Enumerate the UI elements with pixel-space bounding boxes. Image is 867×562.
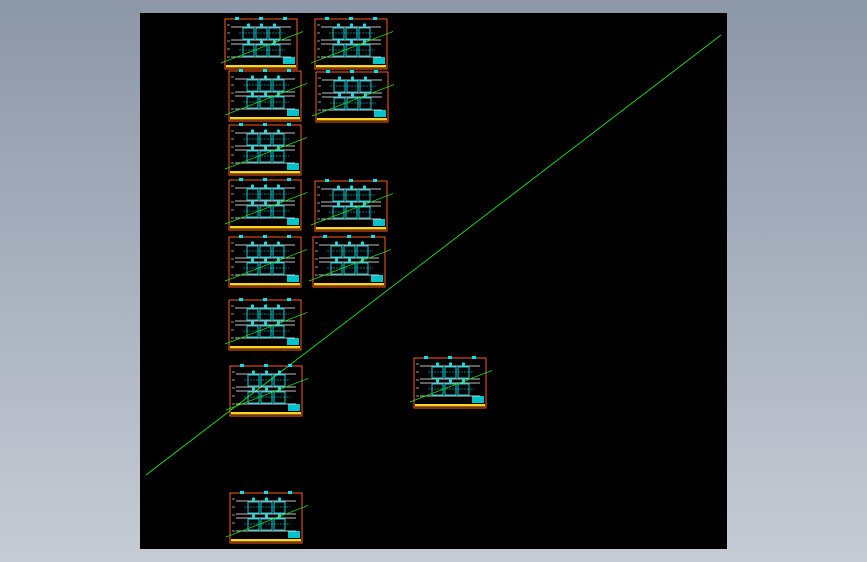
sheet-stamp [287,109,299,116]
annotation-leader [224,192,308,225]
section-detail [315,235,379,276]
section-detail [231,178,295,219]
sheet-stamp [287,163,299,170]
drawing-sheet-thumbnail[interactable] [220,17,304,70]
title-block [230,171,300,174]
drawing-sheet-thumbnail[interactable] [311,70,395,123]
section-detail [232,364,296,405]
drawing-sheet-thumbnail[interactable] [225,491,309,544]
sheet-stamp [472,396,484,403]
sheet-stamp [287,338,299,345]
sheet-stamp [287,218,299,225]
section-detail [231,69,295,110]
drawing-sheet-thumbnail[interactable] [224,123,308,176]
section-detail [231,298,295,339]
drawing-sheet-thumbnail[interactable] [409,356,493,409]
annotation-leader [225,378,309,411]
title-block [231,412,301,415]
sheet-stamp [373,57,385,64]
annotation-leader [310,193,394,226]
section-detail [416,356,480,397]
drawing-sheet-thumbnail[interactable] [308,235,392,288]
section-detail [318,70,382,111]
drawing-sheet-thumbnail[interactable] [310,17,394,70]
annotation-leader [310,31,394,64]
section-detail [227,17,291,58]
annotation-leader [224,249,308,282]
drawing-sheets-group [220,17,493,544]
drawing-sheet-thumbnail[interactable] [310,179,394,232]
sheet-stamp [374,110,386,117]
section-detail [317,179,381,220]
section-detail [231,235,295,276]
annotation-leader [220,31,304,64]
title-block [226,65,296,68]
sheet-stamp [288,531,300,538]
title-block [231,539,301,542]
sheet-stamp [371,275,383,282]
sheet-stamp [283,57,295,64]
title-block [230,226,300,229]
title-block [230,346,300,349]
section-detail [232,491,296,532]
annotation-leader [225,505,309,538]
annotation-leader [224,137,308,170]
model-space-viewport[interactable] [140,13,727,549]
annotation-leader [224,83,308,116]
annotation-leader [409,370,493,403]
sheet-stamp [373,219,385,226]
drawing-sheet-thumbnail[interactable] [224,298,308,351]
annotation-leader [308,249,392,282]
title-block [316,65,386,68]
drawing-sheet-thumbnail[interactable] [224,235,308,288]
title-block [314,283,384,286]
title-block [230,283,300,286]
section-detail [231,123,295,164]
drawing-sheet-thumbnail[interactable] [225,364,309,417]
drawing-canvas[interactable] [140,13,727,549]
sheet-stamp [287,275,299,282]
section-detail [317,17,381,58]
title-block [317,118,387,121]
title-block [415,404,485,407]
title-block [230,117,300,120]
annotation-leader [311,84,395,117]
drawing-sheet-thumbnail[interactable] [224,69,308,122]
title-block [316,227,386,230]
diagonal-construction-line [145,34,722,476]
annotation-leader [224,312,308,345]
drawing-sheet-thumbnail[interactable] [224,178,308,231]
sheet-stamp [288,404,300,411]
